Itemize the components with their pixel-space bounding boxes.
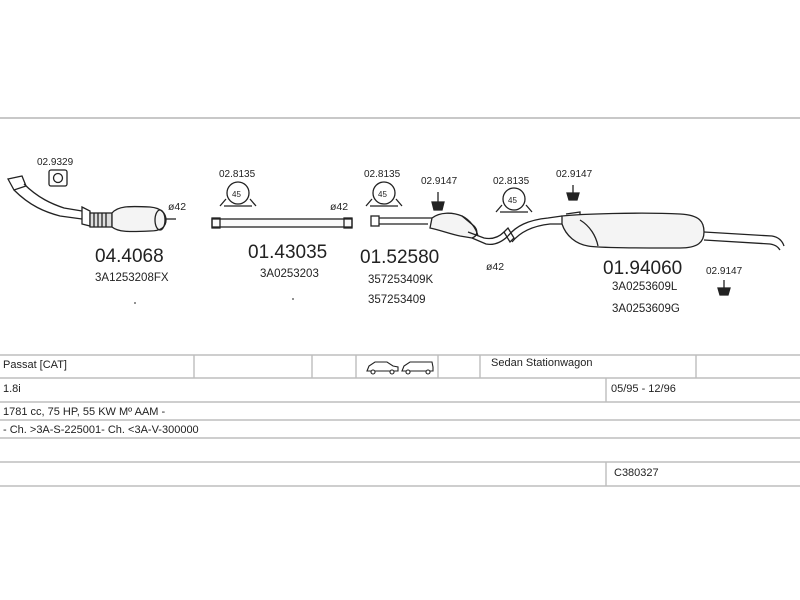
body-types: Sedan Stationwagon — [491, 357, 593, 369]
clamp-size-1: 45 — [232, 190, 241, 199]
rear-silencer-part-number: 01.94060 — [603, 258, 682, 279]
catalytic-converter-drawing — [7, 175, 176, 233]
catalog-reference: C380327 — [614, 467, 659, 479]
front-pipe-drawing — [211, 217, 353, 229]
gasket-icon — [48, 169, 68, 187]
gasket-part-number: 02.9329 — [37, 157, 74, 168]
sedan-car-icon — [366, 361, 399, 375]
rear-silencer-oem-number-2: 3A0253609G — [612, 303, 680, 315]
catalytic-converter-oem-number: 3A1253208FX — [95, 272, 169, 284]
rubber-mount-icon-3 — [717, 280, 731, 296]
clamp-size-3: 45 — [508, 196, 517, 205]
dot-marker — [134, 302, 136, 304]
clamp-size-2: 45 — [378, 190, 387, 199]
vehicle-model: Passat [CAT] — [3, 359, 67, 371]
rear-silencer-drawing — [507, 211, 785, 251]
middle-silencer-oem-number-2: 357253409 — [368, 294, 426, 306]
rubber-mount-part-number-2: 02.9147 — [556, 169, 593, 180]
dot-marker — [292, 298, 294, 300]
clamp-part-number-1: 02.8135 — [219, 169, 256, 180]
front-pipe-diameter: ø42 — [330, 201, 348, 213]
production-years: 05/95 - 12/96 — [611, 383, 676, 395]
middle-silencer-oem-number-1: 357253409K — [368, 274, 434, 286]
clamp-part-number-2: 02.8135 — [364, 169, 401, 180]
rubber-mount-part-number-3: 02.9147 — [706, 266, 743, 277]
front-pipe-part-number: 01.43035 — [248, 242, 327, 263]
middle-silencer-drawing — [370, 212, 515, 246]
clamp-part-number-3: 02.8135 — [493, 176, 530, 187]
clamp-icon-1 — [219, 181, 257, 207]
catalytic-converter-diameter: ø42 — [168, 201, 186, 213]
stationwagon-car-icon — [401, 361, 434, 375]
clamp-icon-2 — [365, 181, 403, 207]
info-table-grid — [0, 354, 800, 487]
engine-details: 1781 cc, 75 HP, 55 KW Mº AAM - — [3, 406, 166, 418]
rubber-mount-icon-2 — [566, 185, 580, 201]
rubber-mount-icon-1 — [431, 192, 445, 211]
middle-silencer-part-number: 01.52580 — [360, 247, 439, 268]
clamp-icon-3 — [495, 187, 533, 213]
catalytic-converter-part-number: 04.4068 — [95, 246, 164, 267]
chassis-range: - Ch. >3A-S-225001- Ch. <3A-V-300000 — [3, 424, 199, 436]
rear-silencer-oem-number-1: 3A0253609L — [612, 281, 678, 293]
engine-size: 1.8i — [3, 383, 21, 395]
middle-silencer-diameter: ø42 — [486, 261, 504, 273]
front-pipe-oem-number: 3A0253203 — [260, 268, 319, 280]
rubber-mount-part-number-1: 02.9147 — [421, 176, 458, 187]
